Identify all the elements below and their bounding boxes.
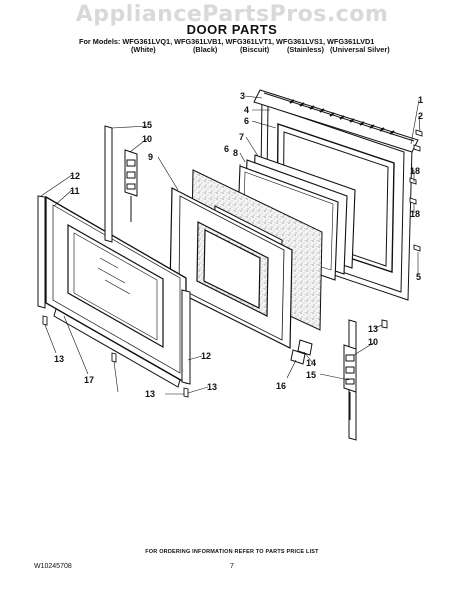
callout-15-right: 15 [306,370,316,380]
color-biscuit: (Biscuit) [240,45,270,54]
watermark: AppliancePartsPros.com [75,2,389,27]
callout-18-upper: 18 [410,166,420,176]
callout-12-left: 12 [70,171,80,181]
models-line: For Models: WFG361LVQ1, WFG361LVB1, WFG3… [79,37,375,46]
color-universal-silver: (Universal Silver) [330,45,390,54]
callout-5: 5 [416,272,421,282]
side-trim-left [37,195,191,385]
callout-13-right: 13 [368,324,378,334]
hinge-left [104,125,138,243]
callout-2: 2 [418,111,423,121]
door-bracket [290,339,313,365]
callout-8a: 8 [233,148,238,158]
callout-16: 16 [276,381,286,391]
ordering-note: FOR ORDERING INFORMATION REFER TO PARTS … [145,549,319,555]
callout-17: 17 [84,375,94,385]
callout-15-left: 15 [142,120,152,130]
callout-7: 7 [239,132,244,142]
screw-set [42,129,423,398]
callout-1: 1 [418,95,423,105]
bottom-trim [53,308,181,388]
page-number: 7 [230,563,234,570]
callout-3: 3 [240,91,245,101]
callout-11: 11 [70,186,80,196]
document-id: W10245708 [34,563,72,570]
callout-12-right: 12 [201,351,211,361]
callout-6: 6 [244,116,249,126]
callout-13-bottom: 13 [145,389,155,399]
page-title: DOOR PARTS [186,22,278,37]
color-stainless: (Stainless) [287,45,324,54]
color-white: (White) [131,45,156,54]
callout-13-left: 13 [54,354,64,364]
hinge-right [343,319,357,441]
door-top-vent [253,89,419,153]
leader-lines [40,95,421,395]
callout-13-bottom-right: 13 [207,382,217,392]
callout-14: 14 [306,358,316,368]
color-black: (Black) [193,45,218,54]
callout-9: 9 [148,152,153,162]
callout-4: 4 [244,105,249,115]
callout-10-right: 10 [368,337,378,347]
callout-18-lower: 18 [410,209,420,219]
door-frame [169,187,293,349]
callout-10-left: 10 [142,134,152,144]
callout-6b: 6 [224,144,229,154]
